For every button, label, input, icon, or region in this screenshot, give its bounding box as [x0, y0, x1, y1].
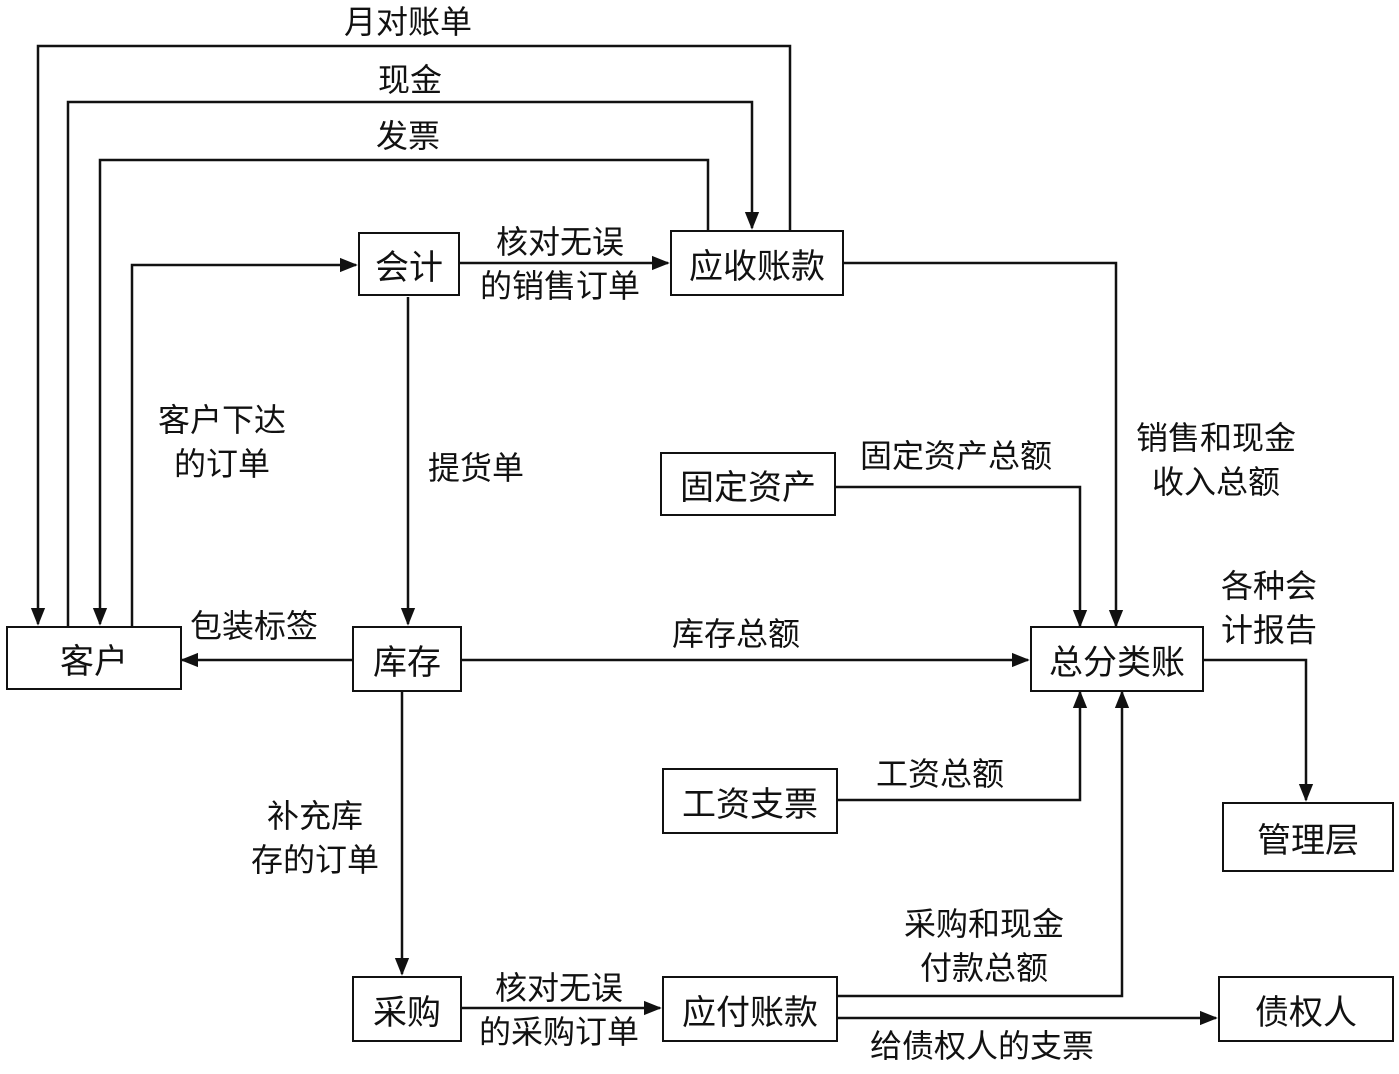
node-management: 管理层 — [1222, 802, 1394, 872]
node-payroll-check: 工资支票 — [662, 768, 838, 834]
label-monthly-statement: 月对账单 — [344, 3, 473, 41]
edge-fixed-assets-total — [836, 485, 1088, 628]
node-creditor: 债权人 — [1218, 976, 1394, 1042]
label-customer-order: 客户下达 的订单 — [148, 398, 296, 486]
label-replenish-order-line2: 存的订单 — [250, 841, 379, 879]
label-sales-cash-total-line2: 收入总额 — [1151, 463, 1280, 501]
node-inventory: 库存 — [352, 626, 462, 692]
label-inventory-total: 库存总额 — [672, 615, 801, 653]
edge-monthly-statement — [30, 44, 792, 626]
node-purchasing: 采购 — [352, 976, 462, 1042]
label-sales-cash-total: 销售和现金 收入总额 — [1122, 416, 1310, 504]
label-reports-line1: 各种会 — [1220, 567, 1317, 605]
label-verified-purchase-order-line1: 核对无误 — [494, 969, 623, 1007]
label-verified-sales-order-line2: 的销售订单 — [479, 267, 640, 305]
label-reports-line2: 计报告 — [1220, 611, 1317, 649]
label-purchase-cash-total-line2: 付款总额 — [919, 949, 1048, 987]
label-verified-purchase-order: 核对无误 的采购订单 — [464, 966, 654, 1054]
edge-customer-order — [130, 257, 358, 626]
node-general-ledger: 总分类账 — [1030, 626, 1204, 692]
label-replenish-order-line1: 补充库 — [266, 797, 363, 835]
node-customer: 客户 — [6, 626, 182, 690]
label-delivery-note: 提货单 — [428, 449, 525, 487]
label-purchase-cash-total: 采购和现金 付款总额 — [888, 902, 1080, 990]
label-cash: 现金 — [378, 61, 443, 99]
node-accounts-receivable: 应收账款 — [670, 230, 844, 296]
node-accounting: 会计 — [358, 232, 460, 296]
edge-payroll-total — [838, 690, 1088, 802]
label-verified-sales-order-line1: 核对无误 — [495, 223, 624, 261]
label-replenish-order: 补充库 存的订单 — [240, 794, 390, 882]
node-fixed-assets: 固定资产 — [660, 452, 836, 516]
edge-purchase-cash-total — [838, 690, 1130, 998]
label-purchase-cash-total-line1: 采购和现金 — [903, 905, 1064, 943]
label-verified-purchase-order-line2: 的采购订单 — [478, 1013, 639, 1051]
edge-invoice — [92, 158, 710, 626]
label-fixed-assets-total: 固定资产总额 — [860, 437, 1053, 475]
label-creditor-check: 给债权人的支票 — [870, 1027, 1095, 1065]
node-accounts-payable: 应付账款 — [662, 976, 838, 1042]
label-invoice: 发票 — [376, 117, 441, 155]
label-sales-cash-total-line1: 销售和现金 — [1135, 419, 1296, 457]
edge-cash — [66, 100, 760, 626]
edge-sales-cash-total — [844, 261, 1124, 628]
label-payroll-total: 工资总额 — [876, 755, 1005, 793]
label-customer-order-line1: 客户下达 — [157, 401, 286, 439]
label-reports: 各种会 计报告 — [1212, 564, 1326, 652]
edge-reports — [1204, 658, 1314, 802]
label-verified-sales-order: 核对无误 的销售订单 — [466, 220, 654, 308]
label-packing-label: 包装标签 — [190, 607, 319, 645]
label-customer-order-line2: 的订单 — [173, 445, 270, 483]
